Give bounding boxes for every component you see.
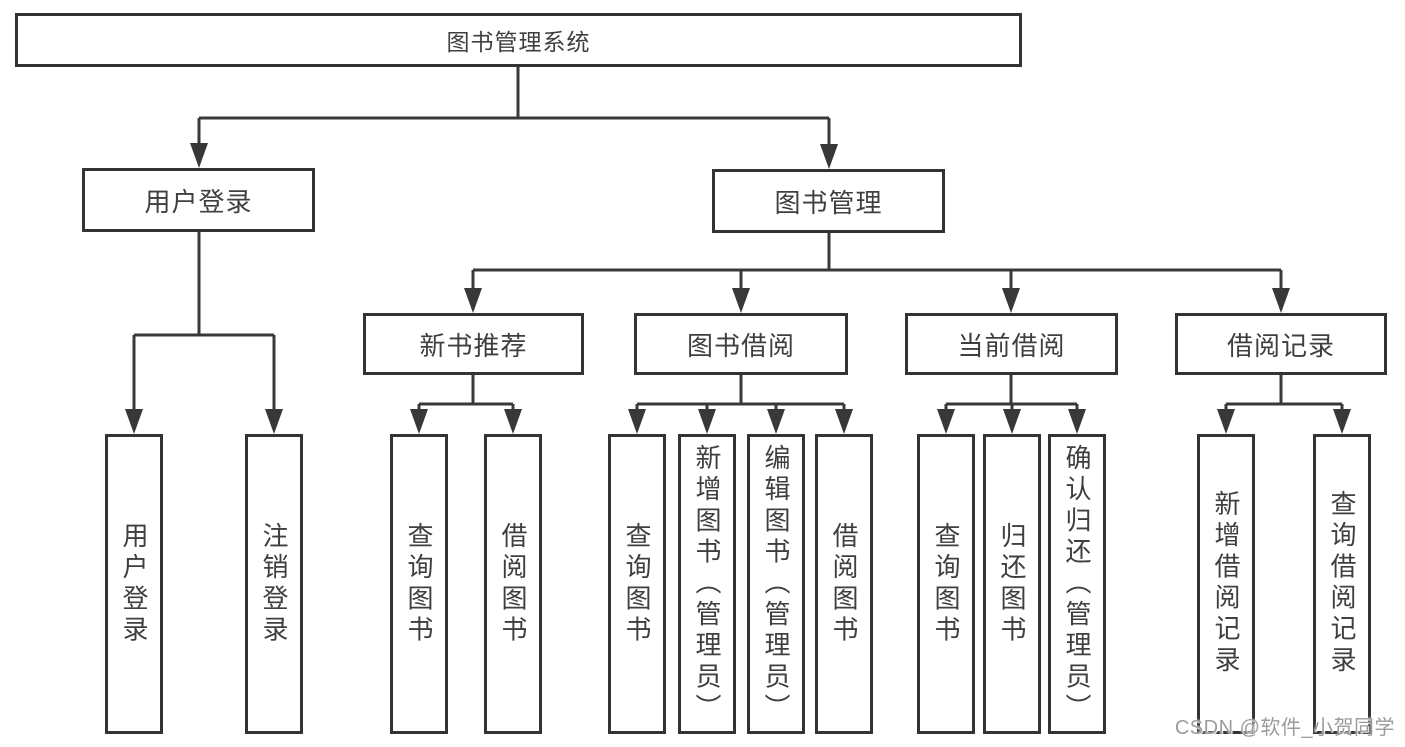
leaf-borrowing-borrow-books: 借阅图书 (815, 434, 873, 734)
leaf-borrowing-edit-books-admin: 编辑图书（管理员） (747, 434, 805, 734)
arrowhead (1002, 288, 1020, 313)
connector-paths (132, 67, 1344, 412)
arrowhead (1272, 288, 1290, 313)
leaf-current-return-books: 归还图书 (983, 434, 1041, 734)
leaf-logout: 注销登录 (245, 434, 303, 734)
node-user-login: 用户登录 (82, 168, 315, 232)
arrowhead (1003, 409, 1021, 434)
arrowhead (1217, 409, 1235, 434)
arrowhead (410, 409, 428, 434)
arrowhead (732, 288, 750, 313)
arrowhead (265, 409, 283, 434)
arrowhead (767, 409, 785, 434)
csdn-watermark: CSDN @软件_小贺同学 (1174, 717, 1395, 739)
leaf-records-query-borrow-record: 查询借阅记录 (1313, 434, 1371, 734)
leaf-records-add-borrow-record: 新增借阅记录 (1197, 434, 1255, 734)
arrowhead (628, 409, 646, 434)
node-new-book-recommendation: 新书推荐 (363, 313, 584, 375)
leaf-borrowing-query-books: 查询图书 (608, 434, 666, 734)
arrowhead (1068, 409, 1086, 434)
arrowhead (1333, 409, 1351, 434)
node-book-borrowing: 图书借阅 (634, 313, 848, 375)
node-borrowing-records: 借阅记录 (1175, 313, 1387, 375)
leaf-current-confirm-return-admin: 确认归还（管理员） (1048, 434, 1106, 734)
arrowhead (125, 409, 143, 434)
arrowhead (937, 409, 955, 434)
arrowhead (464, 288, 482, 313)
node-library-management-system: 图书管理系统 (15, 13, 1022, 67)
arrowhead (698, 409, 716, 434)
arrowhead (504, 409, 522, 434)
node-current-borrowing: 当前借阅 (905, 313, 1118, 375)
leaf-current-query-books: 查询图书 (917, 434, 975, 734)
leaf-recommend-borrow-books: 借阅图书 (484, 434, 542, 734)
leaf-recommend-query-books: 查询图书 (390, 434, 448, 734)
node-book-management: 图书管理 (712, 169, 945, 233)
arrowhead (190, 143, 208, 168)
leaf-borrowing-add-books-admin: 新增图书（管理员） (678, 434, 736, 734)
leaf-user-login: 用户登录 (105, 434, 163, 734)
arrowhead (820, 144, 838, 169)
arrowhead (835, 409, 853, 434)
